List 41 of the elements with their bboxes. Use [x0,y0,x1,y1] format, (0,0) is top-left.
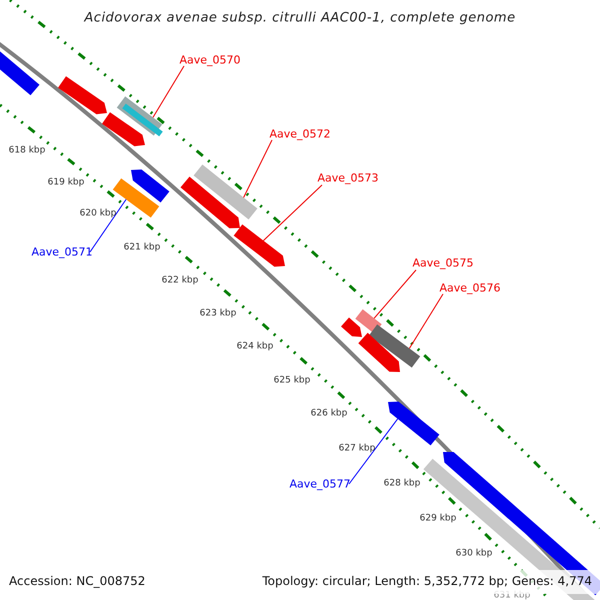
gene-feature [358,332,400,372]
gene-label: Aave_0572 [269,128,331,140]
position-label: 622 kbp [162,276,198,286]
position-label: 631 kbp [494,592,530,600]
gene-feature [180,176,240,228]
position-label: 625 kbp [274,376,310,386]
leader-line [408,294,444,349]
position-label: 627 kbp [338,444,376,454]
gene-feature [58,76,107,114]
position-label: 621 kbp [124,244,160,252]
position-label: 619 kbp [48,178,84,188]
footer-text: Topology: circular; Length: 5,352,772 bp; Genes: 4,774 [262,575,592,587]
position-label: 618 kbp [8,146,46,156]
gene-feature [234,224,285,267]
gene-feature [102,112,145,146]
position-label: 630 kbp [456,550,492,558]
position-label: 624 kbp [236,342,274,352]
gene-label: Aave_0576 [439,282,501,294]
leader-line [243,140,272,198]
gene-feature [131,170,170,202]
map-title: Acidovorax avenae subsp. citrulli AAC00-1, complete genome [84,12,516,24]
gene-label: Aave_0575 [412,258,474,268]
position-label: 620 kbp [80,210,116,218]
gene-bar [368,324,420,368]
leader-line [262,184,322,242]
footer-text: Accession: NC_008752 [9,575,146,587]
leader-line [90,198,127,252]
position-label: 623 kbp [200,310,236,318]
leader-line [152,66,184,118]
gene-label: Aave_0573 [317,172,379,184]
gene-label: Aave_0570 [179,54,241,66]
gene-bar [194,164,258,220]
gene-label: Aave_0571 [31,246,93,258]
position-label: 629 kbp [420,514,456,524]
position-label: 628 kbp [384,480,420,488]
leader-line [348,418,398,484]
gene-feature [388,402,440,446]
gene-label: Aave_0577 [289,478,351,490]
position-label: 626 kbp [310,410,348,418]
leader-line [374,270,416,319]
gene-feature [341,318,362,337]
